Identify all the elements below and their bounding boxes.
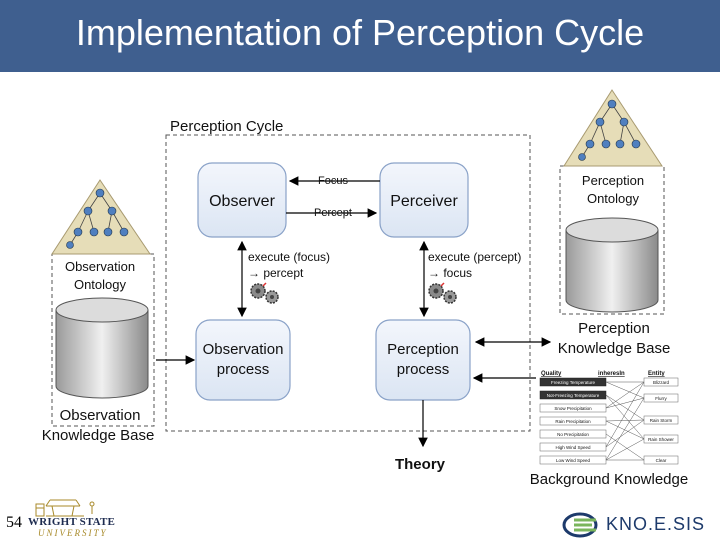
perceiver-box [379,162,469,238]
bk-quality-0: Freezing Temperature [551,380,595,385]
gears-icon [428,282,457,304]
perception-ontology-label-1: Perception [582,173,644,188]
building-icon [35,499,95,517]
slide-header: Implementation of Perception Cycle [0,0,720,72]
percept-label: Percept [314,207,352,219]
bk-quality-6: Low Wind Speed [556,458,591,463]
perception-kb-database-icon [565,217,659,313]
background-knowledge-table: Quality inheresIn Entity Freezing Temper… [539,371,679,465]
observation-ontology-label-1: Observation [65,259,135,274]
observation-kb-database-icon [55,297,149,399]
kno-e-sis-logo-icon [562,512,598,538]
bk-entity-3: Rain Shower [648,437,674,442]
perception-cycle-boundary [165,134,531,432]
perception-cycle-label: Perception Cycle [170,118,283,135]
observation-ontology-triangle [51,179,151,255]
perception-process-box [375,319,471,401]
observer-box [197,162,287,238]
observation-process-box [195,319,291,401]
bk-relation-lines [605,381,645,461]
focus-label: Focus [318,175,348,187]
bk-header-quality: Quality [541,371,562,377]
kno-e-sis-logo: KNO.E.SIS [560,510,720,540]
bk-entity-2: Rain Storm [650,418,673,423]
university-name: WRIGHT STATE [28,516,116,528]
perception-kb-label-2: Knowledge Base [558,340,671,357]
execute-focus-text-2: → percept [248,266,304,280]
observation-ontology-label-2: Ontology [74,277,127,292]
bk-quality-cells [539,377,607,465]
perception-ontology-label-2: Ontology [587,191,640,206]
perception-cycle-diagram: Perception Cycle Observer Perceiver Focu… [42,89,688,488]
gears-icon [250,282,279,304]
bk-entity-0: Blizzard [653,380,670,385]
perception-ontology-triangle [563,89,663,167]
bk-entity-4: Clear [656,458,667,463]
perception-process-label-2: process [397,361,450,378]
bk-entity-1: Flurry [655,396,667,401]
theory-label: Theory [395,456,446,473]
execute-focus-text-1: execute (focus) [248,250,330,264]
execute-percept-text-1: execute (percept) [428,250,521,264]
execute-percept-text-2: → focus [428,266,472,280]
bk-quality-1: Not-Freezing Temperature [547,393,600,398]
university-subtitle: UNIVERSITY [38,528,108,538]
perception-process-label-1: Perception [387,341,459,358]
observation-kb-label-1: Observation [60,407,141,424]
bk-header-inheresin: inheresIn [598,371,625,377]
perceiver-label: Perceiver [390,193,458,210]
observation-kb-label-2: Knowledge Base [42,427,155,444]
slide-title: Implementation of Perception Cycle [75,12,645,53]
page-number: 54 [6,514,22,531]
bk-quality-5: High Wind Speed [555,445,591,450]
bk-header-entity: Entity [648,371,665,377]
background-knowledge-label: Background Knowledge [530,471,688,488]
kno-e-sis-text: KNO.E.SIS [606,514,706,534]
observation-process-label-2: process [217,361,270,378]
observer-label: Observer [209,193,275,210]
slide-body: Perception Cycle Observer Perceiver Focu… [0,72,720,540]
perception-kb-label-1: Perception [578,320,650,337]
wright-state-logo: WRIGHT STATE UNIVERSITY [26,496,116,540]
bk-quality-4: No Precipitation [557,432,589,437]
bk-quality-3: Rain Precipitation [555,419,591,424]
observation-process-label-1: Observation [203,341,284,358]
bk-quality-2: Snow Precipitation [554,406,592,411]
